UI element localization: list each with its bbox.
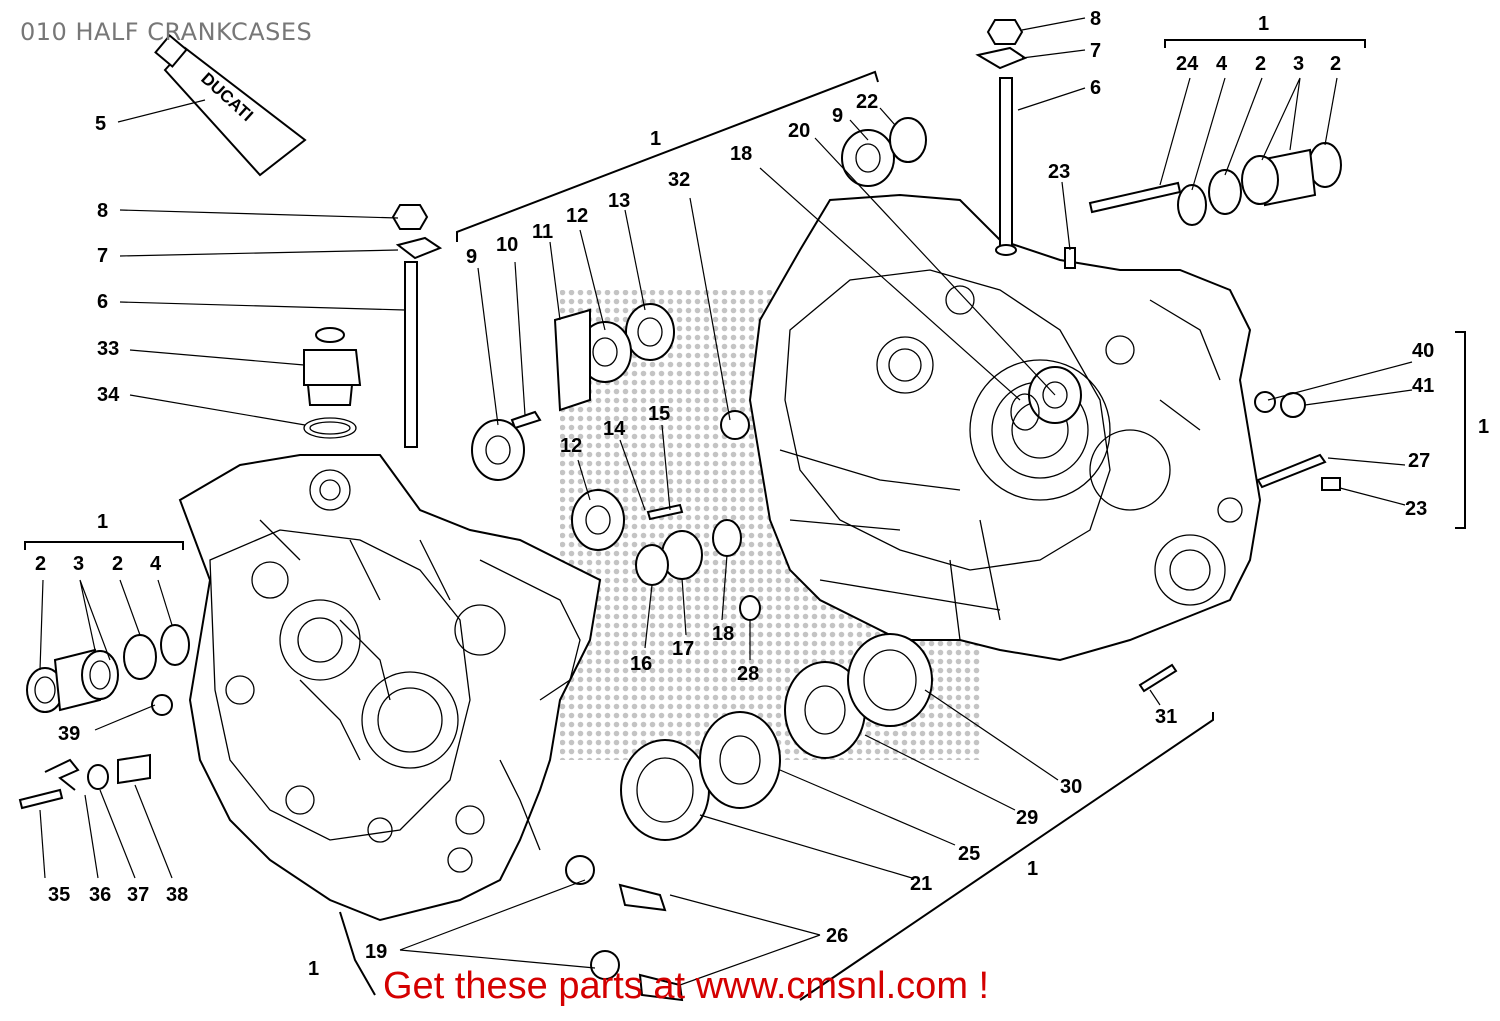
label-20: 20: [788, 120, 810, 142]
page-title: 010 HALF CRANKCASES: [20, 18, 313, 46]
label-1-top-right: 1: [1258, 13, 1269, 35]
label-9-left: 9: [466, 246, 477, 268]
label-18-upper: 18: [730, 143, 752, 165]
label-2-left-b: 2: [112, 553, 123, 575]
label-14: 14: [603, 418, 626, 440]
label-11: 11: [532, 221, 553, 243]
label-25: 25: [958, 843, 980, 865]
label-12-center: 12: [560, 435, 582, 457]
label-40: 40: [1412, 340, 1434, 362]
label-13: 13: [608, 190, 630, 212]
label-5: 5: [95, 113, 106, 135]
label-29: 29: [1016, 807, 1038, 829]
label-8-left: 8: [97, 200, 108, 222]
left-stud-assembly: [391, 204, 443, 448]
label-23-right: 23: [1405, 498, 1427, 520]
breather-plug: [303, 327, 362, 439]
label-6-top: 6: [1090, 77, 1101, 99]
label-36: 36: [89, 884, 111, 906]
label-8-top: 8: [1090, 8, 1101, 30]
label-1-lower-right: 1: [1027, 858, 1038, 880]
label-18-center: 18: [712, 623, 734, 645]
label-31: 31: [1155, 706, 1177, 728]
label-16: 16: [630, 653, 652, 675]
label-23-top: 23: [1048, 161, 1070, 183]
label-41: 41: [1412, 375, 1434, 397]
label-3-left: 3: [73, 553, 84, 575]
label-1-upper: 1: [650, 128, 661, 150]
large-lower-bearings: [620, 633, 933, 841]
part-labels: 1 24 4 2 3 2 8 7 6 23 5 8 7 6 33 34 1 9 …: [35, 8, 1489, 980]
label-30: 30: [1060, 776, 1082, 798]
label-6-left: 6: [97, 291, 108, 313]
label-33: 33: [97, 338, 119, 360]
left-bearing-stack: [26, 624, 190, 716]
label-39: 39: [58, 723, 80, 745]
label-26: 26: [826, 925, 848, 947]
top-stud-assembly: [975, 19, 1076, 269]
center-small-bearings: [571, 489, 761, 621]
left-half-crankcase: [178, 454, 602, 922]
label-24: 24: [1176, 53, 1199, 75]
label-10: 10: [496, 234, 518, 256]
label-1-left: 1: [97, 511, 108, 533]
label-15: 15: [648, 403, 670, 425]
label-17: 17: [672, 638, 694, 660]
label-21: 21: [910, 873, 932, 895]
label-7-top: 7: [1090, 40, 1101, 62]
label-35: 35: [48, 884, 70, 906]
promo-link-text[interactable]: Get these parts at www.cmsnl.com !: [383, 965, 990, 1007]
label-27: 27: [1408, 450, 1430, 472]
right-half-crankcase: [748, 193, 1262, 662]
bolts-misc: [18, 391, 1341, 1002]
label-38: 38: [166, 884, 188, 906]
label-2-top-b: 2: [1330, 53, 1341, 75]
label-22: 22: [856, 91, 878, 113]
label-4-left: 4: [150, 553, 162, 575]
label-28: 28: [737, 663, 759, 685]
label-4-top: 4: [1216, 53, 1228, 75]
label-2-top-a: 2: [1255, 53, 1266, 75]
label-32: 32: [668, 169, 690, 191]
leader-lines: [39, 17, 1413, 986]
label-1-lower-left: 1: [308, 958, 319, 980]
label-3-top: 3: [1293, 53, 1304, 75]
label-19: 19: [365, 941, 387, 963]
right-bearing-stack: [1088, 142, 1342, 226]
label-9-upper: 9: [832, 105, 843, 127]
label-1-right: 1: [1478, 416, 1489, 438]
label-12-upper: 12: [566, 205, 588, 227]
sealant-tube: DUCATI: [154, 34, 307, 177]
label-34: 34: [97, 384, 120, 406]
label-37: 37: [127, 884, 149, 906]
label-2-left-a: 2: [35, 553, 46, 575]
label-7-left: 7: [97, 245, 108, 267]
brackets: [24, 39, 1466, 1001]
